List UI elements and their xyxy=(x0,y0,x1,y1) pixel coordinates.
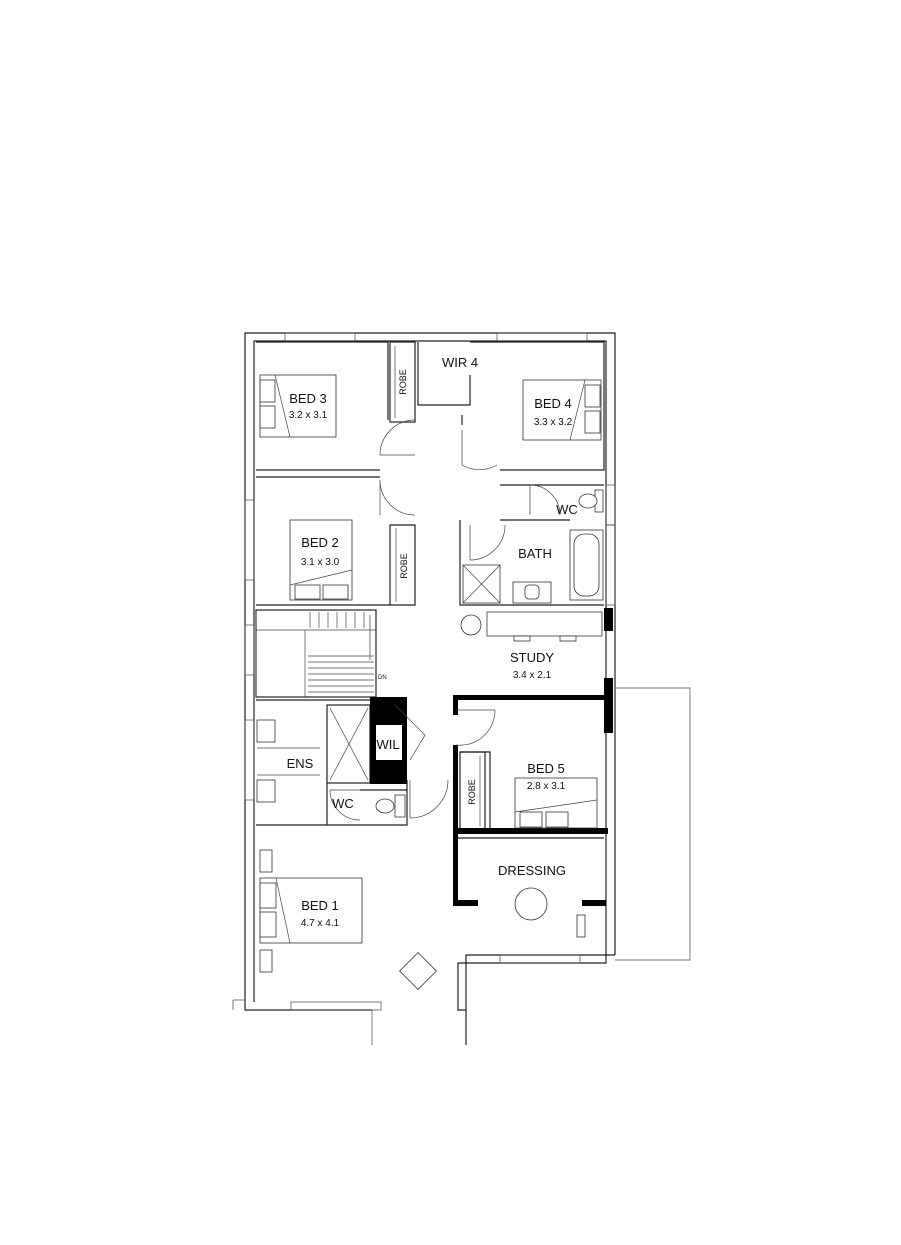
label-study: STUDY xyxy=(510,650,554,665)
label-wil: WIL xyxy=(376,737,399,752)
robe-label-bed5: ROBE xyxy=(467,779,477,805)
label-wc-ens: WC xyxy=(332,796,354,811)
label-dressing: DRESSING xyxy=(498,863,566,878)
windows xyxy=(244,332,616,1011)
label-bed4: BED 4 xyxy=(534,396,572,411)
label-bed1: BED 1 xyxy=(301,898,339,913)
room-labels: BED 3 3.2 x 3.1 WIR 4 BED 4 3.3 x 3.2 BE… xyxy=(287,355,578,929)
stair xyxy=(255,612,376,697)
structural-walls xyxy=(370,608,613,906)
dims-bed3: 3.2 x 3.1 xyxy=(289,410,328,421)
label-ens: ENS xyxy=(287,756,314,771)
dims-study: 3.4 x 2.1 xyxy=(513,670,552,681)
label-bed3: BED 3 xyxy=(289,391,327,406)
label-bath: BATH xyxy=(518,546,552,561)
dims-bed2: 3.1 x 3.0 xyxy=(301,557,340,568)
stair-direction-label: DN xyxy=(378,675,387,681)
doors xyxy=(329,419,561,821)
label-wc-upper: WC xyxy=(556,502,578,517)
dims-bed4: 3.3 x 3.2 xyxy=(534,417,573,428)
furniture xyxy=(256,374,604,990)
dims-bed5: 2.8 x 3.1 xyxy=(527,781,566,792)
label-wir4: WIR 4 xyxy=(442,355,478,370)
dims-bed1: 4.7 x 4.1 xyxy=(301,918,340,929)
robe-label-bed3: ROBE xyxy=(398,369,408,395)
robe-label-bed2: ROBE xyxy=(399,553,409,579)
label-bed5: BED 5 xyxy=(527,761,565,776)
label-bed2: BED 2 xyxy=(301,535,339,550)
